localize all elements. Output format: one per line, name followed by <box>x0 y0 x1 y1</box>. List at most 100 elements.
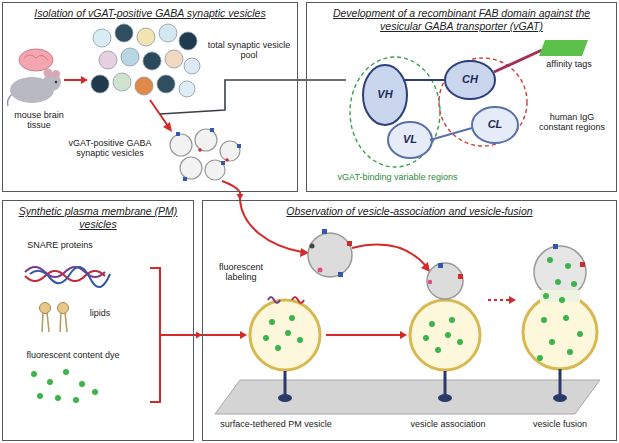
fused-vesicle <box>563 315 569 321</box>
content-dye <box>31 371 37 377</box>
vgat-vesicles <box>170 128 241 181</box>
pm-vesicle <box>429 321 435 327</box>
process-arrow <box>352 245 426 266</box>
fused-vesicle <box>577 331 583 337</box>
vgat-vesicles <box>237 144 241 148</box>
snare-proteins <box>25 267 110 287</box>
process-arrow <box>488 296 516 304</box>
vgat-vesicles <box>210 128 214 132</box>
panel-heading: Development of a recombinant FAB domain … <box>313 7 610 33</box>
mouse-icon <box>19 49 53 71</box>
pm-vesicle <box>289 315 295 321</box>
vesicle-pool <box>115 24 133 42</box>
vesicle-pool <box>91 24 200 97</box>
fused-vesicle <box>559 369 562 396</box>
fused-vesicle <box>567 349 573 355</box>
affinity-tag <box>494 50 542 72</box>
pm-vesicle <box>438 263 443 268</box>
process-arrow <box>509 296 516 304</box>
connector <box>194 332 202 339</box>
surface-plane <box>215 380 600 414</box>
vesicle-pool <box>179 81 195 97</box>
pm-vesicle <box>444 371 447 396</box>
pm-vesicle <box>410 300 480 370</box>
vesicle-pool <box>135 77 153 95</box>
fab-line <box>306 80 346 81</box>
connector <box>237 192 244 200</box>
pm-vesicle <box>284 371 287 396</box>
combine-bracket <box>150 268 194 402</box>
labeled-vesicle <box>347 241 352 246</box>
process-arrow <box>202 334 241 336</box>
labeled-vesicle <box>310 244 315 249</box>
lipid-molecules <box>60 312 61 332</box>
panel-heading: Observation of vesicle-association and v… <box>209 205 610 218</box>
lipid-molecules <box>65 312 67 332</box>
fab-domain <box>472 107 518 143</box>
fab-domain <box>445 61 495 99</box>
panel-box: Observation of vesicle-association and v… <box>202 200 617 441</box>
fused-vesicle <box>580 262 585 267</box>
pm-vesicle <box>438 394 452 402</box>
fused-vesicle <box>571 281 577 287</box>
part-label: vGAT-positive GABA synaptic vesicles <box>60 138 160 159</box>
vgat-vesicles <box>221 161 225 165</box>
fused-vesicle <box>547 257 553 263</box>
fused-vesicle <box>543 293 549 299</box>
fab-line <box>160 80 298 114</box>
connector <box>298 80 306 81</box>
fab-domain <box>430 128 472 140</box>
process-arrow <box>64 79 82 81</box>
part-label: SNARE proteins <box>10 240 110 250</box>
labeled-vesicle <box>322 229 327 234</box>
vesicle-pool <box>157 75 175 93</box>
fused-vesicle <box>541 317 547 323</box>
content-dye <box>79 381 85 387</box>
lipid-molecules <box>40 303 69 333</box>
vesicle-pool <box>91 75 109 93</box>
fab-domain <box>363 65 407 125</box>
mouse-icon <box>52 70 60 78</box>
pm-vesicle <box>278 394 292 402</box>
part-label: surface-tethered PM vesicle <box>206 419 346 429</box>
domain-symbol: CL <box>483 118 507 131</box>
part-label: fluorescent labeling <box>208 262 274 283</box>
pm-vesicle <box>423 335 429 341</box>
content-dye <box>47 379 53 385</box>
mouse-icon <box>8 94 13 106</box>
pm-vesicle <box>435 347 441 353</box>
pm-vesicle <box>410 263 480 402</box>
snare-proteins <box>30 267 110 287</box>
process-arrow <box>421 262 430 272</box>
mouse-icon <box>55 81 58 84</box>
vesicle-pool <box>165 50 183 68</box>
combine-bracket <box>150 268 194 402</box>
fab-line <box>160 80 298 114</box>
process-arrow <box>163 122 172 132</box>
content-dye <box>63 369 69 375</box>
panel-heading: Isolation of vGAT-positive GABA synaptic… <box>9 7 291 20</box>
process-arrow <box>81 76 88 84</box>
content-dye <box>37 393 43 399</box>
content-dye <box>73 397 79 403</box>
vesicle-pool <box>179 32 197 50</box>
fused-vesicle <box>523 244 597 402</box>
part-label: human IgG constant regions <box>532 112 612 133</box>
lipid-molecules <box>58 303 69 314</box>
vgat-vesicles <box>195 129 217 151</box>
labeled-vesicle <box>338 272 343 277</box>
pm-vesicle <box>285 330 291 336</box>
labeled-vesicle <box>308 233 352 277</box>
vesicle-pool <box>99 51 117 69</box>
surface-plane <box>215 380 600 414</box>
content-dye <box>31 369 98 403</box>
vgat-vesicles <box>176 132 180 136</box>
part-label: vGAT-binding variable regions <box>325 172 470 182</box>
fused-vesicle <box>540 290 580 302</box>
pm-vesicle <box>292 297 304 303</box>
pm-vesicle <box>250 300 320 370</box>
fab-domain <box>350 57 440 167</box>
vgat-vesicles <box>205 160 225 180</box>
fab-domain <box>403 79 446 81</box>
